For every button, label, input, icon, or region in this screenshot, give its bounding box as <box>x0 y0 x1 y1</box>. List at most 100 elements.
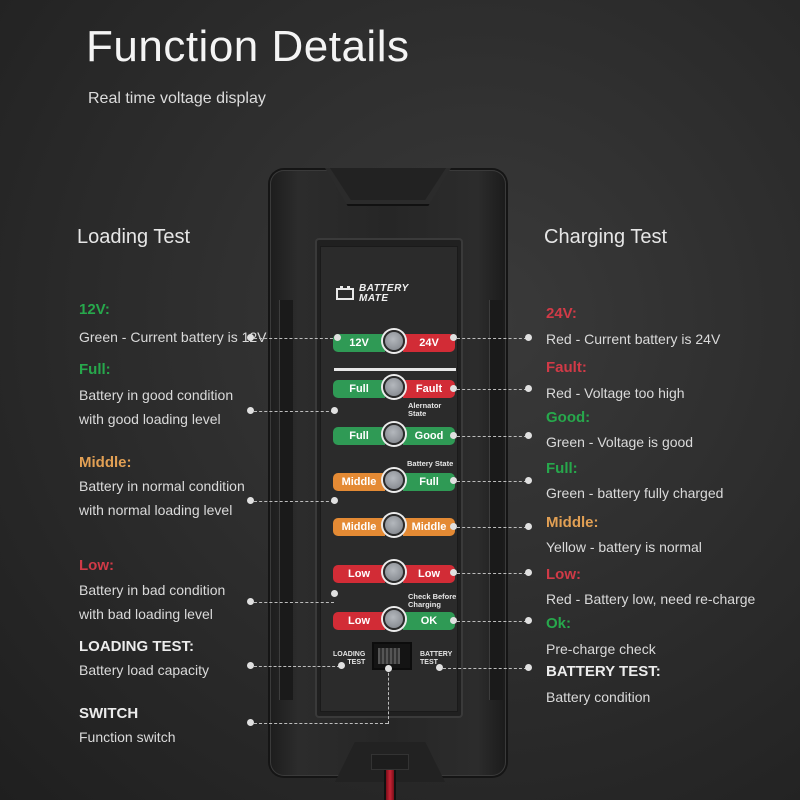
leader-dot <box>525 385 532 392</box>
indicator-middle: Middle <box>333 473 385 491</box>
desc-full-loading-1: Battery in good condition <box>79 387 234 403</box>
label-fault: Fault: <box>546 359 587 376</box>
label-low-loading: Low: <box>79 557 114 574</box>
leader-dot <box>338 662 345 669</box>
leader-dot <box>525 523 532 530</box>
desc-low-charging: Red - Battery low, need re-charge <box>546 591 756 607</box>
label-full-charging: Full: <box>546 460 578 477</box>
desc-fault: Red - Voltage too high <box>546 385 685 401</box>
leader-dot <box>247 719 254 726</box>
leader-dot <box>450 477 457 484</box>
check-before-charging-caption: Check Before Charging <box>408 592 457 609</box>
desc-good: Green - Voltage is good <box>546 434 694 450</box>
led-icon <box>383 514 405 536</box>
desc-switch: Function switch <box>79 729 176 745</box>
desc-ok: Pre-charge check <box>546 641 656 657</box>
leader-line <box>388 668 389 724</box>
leader-dot <box>436 664 443 671</box>
led-icon <box>383 376 405 398</box>
desc-loading-test: Battery load capacity <box>79 662 209 678</box>
desc-middle-loading-2: with normal loading level <box>79 502 233 518</box>
leader-line <box>457 338 527 339</box>
battery-mate-logo: BATTERY MATE <box>336 284 409 304</box>
leader-dot <box>450 617 457 624</box>
leader-dot <box>525 432 532 439</box>
desc-low-loading-1: Battery in bad condition <box>79 582 226 598</box>
leader-dot <box>385 665 392 672</box>
led-row-full-good: Full Good <box>333 423 455 445</box>
loading-test-heading: Loading Test <box>77 226 191 248</box>
leader-dot <box>247 334 254 341</box>
logo-text: BATTERY MATE <box>359 283 409 304</box>
desc-low-loading-2: with bad loading level <box>79 606 213 622</box>
indicator-full: Full <box>403 473 455 491</box>
label-good: Good: <box>546 409 591 426</box>
label-full-loading: Full: <box>79 361 111 378</box>
device-left-rail <box>279 300 293 700</box>
leader-line <box>457 573 527 574</box>
led-icon <box>383 561 405 583</box>
desc-12v: Green - Current battery is 12V <box>79 329 267 345</box>
leader-dot <box>450 432 457 439</box>
indicator-full: Full <box>333 427 385 445</box>
panel-divider <box>334 368 456 371</box>
alternator-state-caption: Alernator State <box>408 401 442 418</box>
indicator-low: Low <box>333 565 385 583</box>
indicator-low: Low <box>403 565 455 583</box>
desc-24v: Red - Current battery is 24V <box>546 331 721 347</box>
leader-line <box>254 411 334 412</box>
leader-dot <box>247 598 254 605</box>
indicator-good: Good <box>403 427 455 445</box>
label-middle-charging: Middle: <box>546 514 599 531</box>
leader-dot <box>247 662 254 669</box>
leader-dot <box>247 407 254 414</box>
label-ok: Ok: <box>546 615 572 632</box>
leader-line <box>457 389 527 390</box>
label-24v: 24V: <box>546 305 577 322</box>
leader-dot <box>331 590 338 597</box>
leader-dot <box>450 569 457 576</box>
leader-line <box>457 481 527 482</box>
cable-strain-relief <box>371 754 409 770</box>
device-right-rail <box>489 300 503 700</box>
label-switch: SWITCH <box>79 705 139 722</box>
battery-icon <box>336 286 354 300</box>
page-title: Function Details <box>86 22 410 71</box>
led-icon <box>383 469 405 491</box>
leader-dot <box>525 569 532 576</box>
page-subtitle: Real time voltage display <box>88 90 266 107</box>
led-row-low-low: Low Low <box>333 561 455 583</box>
desc-battery-test: Battery condition <box>546 689 651 705</box>
indicator-middle: Middle <box>403 518 455 536</box>
led-row-middle-middle: Middle Middle <box>333 514 455 536</box>
leader-dot <box>450 385 457 392</box>
battery-state-caption: Battery State <box>407 459 454 468</box>
led-icon <box>383 423 405 445</box>
red-cable <box>384 770 396 800</box>
switch-label-loading-test: LOADING TEST <box>333 651 366 666</box>
desc-middle-loading-1: Battery in normal condition <box>79 478 245 494</box>
leader-dot <box>525 334 532 341</box>
led-row-low-ok: Low OK <box>333 608 455 630</box>
indicator-12v: 12V <box>333 334 385 352</box>
switch-label-battery-test: BATTERY TEST <box>420 651 453 666</box>
indicator-fault: Fault <box>403 380 455 398</box>
label-loading-test: LOADING TEST: <box>79 638 194 655</box>
leader-line <box>254 666 340 667</box>
leader-line <box>457 436 527 437</box>
label-low-charging: Low: <box>546 566 581 583</box>
leader-line <box>457 621 527 622</box>
indicator-low: Low <box>333 612 385 630</box>
leader-dot <box>334 334 341 341</box>
led-icon <box>383 608 405 630</box>
indicator-full: Full <box>333 380 385 398</box>
leader-dot <box>331 407 338 414</box>
charging-test-heading: Charging Test <box>544 226 668 248</box>
led-icon <box>383 330 405 352</box>
led-row-12v-24v: 12V 24V <box>333 330 455 352</box>
function-switch-knob[interactable] <box>378 648 400 664</box>
leader-dot <box>525 617 532 624</box>
desc-middle-charging: Yellow - battery is normal <box>546 539 702 555</box>
desc-full-loading-2: with good loading level <box>79 411 221 427</box>
leader-line <box>254 602 334 603</box>
